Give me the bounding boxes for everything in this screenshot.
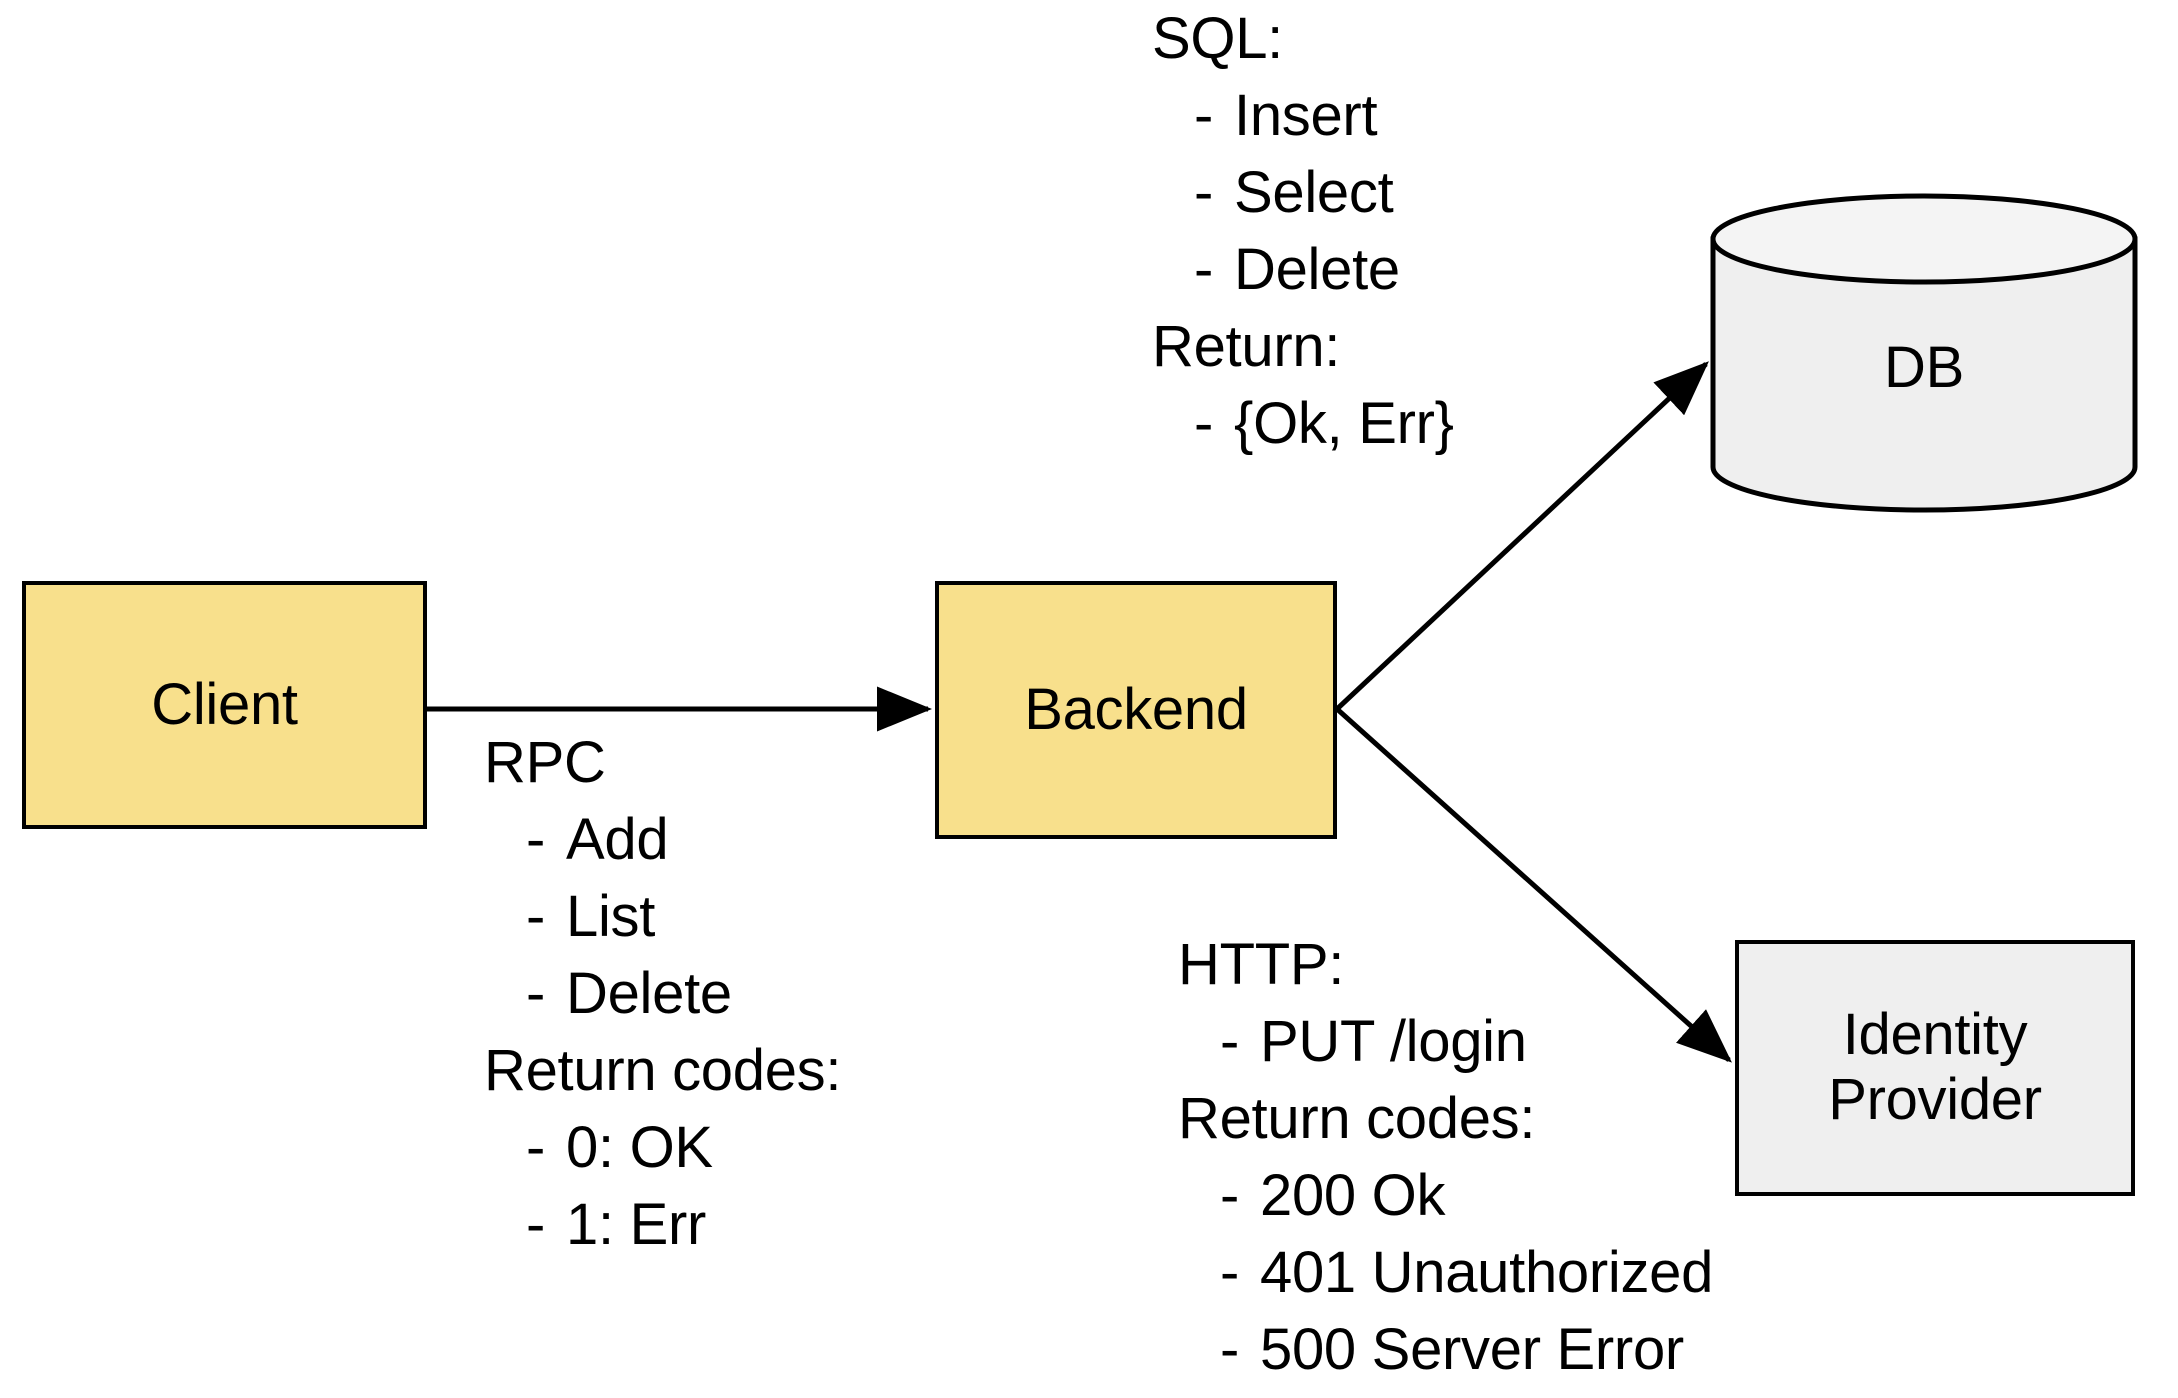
annotation-rpc-item: -Delete [484,955,841,1032]
annotation-rpc-return-item-text: 1: Err [566,1192,706,1257]
node-identity-provider-label-line2: Provider [1828,1067,2042,1132]
annotation-http-item-text: PUT /login [1260,1009,1527,1074]
annotation-http-item: -PUT /login [1178,1003,1713,1080]
bullet-dash-icon: - [1220,1240,1240,1305]
bullet-dash-icon: - [1220,1163,1240,1228]
annotation-rpc-return-item-text: 0: OK [566,1115,713,1180]
annotation-http: HTTP: -PUT /login Return codes: -200 Ok … [1178,926,1713,1388]
annotation-sql-return-item-text: {Ok, Err} [1234,391,1454,456]
node-identity-provider-label: Identity Provider [1828,1002,2042,1133]
bullet-dash-icon: - [1220,1009,1240,1074]
annotation-sql-return-item: -{Ok, Err} [1152,385,1454,462]
annotation-rpc-item-text: Add [566,807,669,872]
annotation-http-return-item-text: 200 Ok [1260,1163,1446,1228]
bullet-dash-icon: - [526,884,546,949]
annotation-sql-heading: SQL: [1152,6,1283,71]
annotation-rpc-item: -List [484,878,841,955]
annotation-rpc-return-item: -1: Err [484,1186,841,1263]
annotation-http-return-item: -401 Unauthorized [1178,1234,1713,1311]
annotation-sql-item-text: Select [1234,160,1394,225]
node-identity-provider-label-line1: Identity [1842,1002,2028,1068]
annotation-rpc: RPC -Add -List -Delete Return codes: -0:… [484,724,841,1263]
bullet-dash-icon: - [1194,160,1214,225]
bullet-dash-icon: - [526,1192,546,1257]
annotation-rpc-item: -Add [484,801,841,878]
bullet-dash-icon: - [1194,237,1214,302]
annotation-sql-item: -Delete [1152,231,1454,308]
node-db[interactable]: DB [1710,193,2138,513]
annotation-sql-item: -Insert [1152,77,1454,154]
node-client-label: Client [151,671,298,737]
node-backend-label: Backend [1024,676,1248,742]
annotation-http-return-item-text: 500 Server Error [1260,1317,1684,1382]
node-backend[interactable]: Backend [935,581,1337,839]
annotation-sql-item: -Select [1152,154,1454,231]
annotation-rpc-item-text: List [566,884,656,949]
annotation-sql-item-text: Delete [1234,237,1400,302]
node-identity-provider[interactable]: Identity Provider [1735,940,2135,1196]
annotation-http-heading: HTTP: [1178,932,1345,997]
cylinder-shape [1710,193,2138,513]
bullet-dash-icon: - [526,1115,546,1180]
annotation-sql-item-text: Insert [1234,83,1378,148]
annotation-rpc-heading: RPC [484,730,606,795]
annotation-rpc-item-text: Delete [566,961,732,1026]
annotation-sql-return-heading: Return: [1152,314,1341,379]
bullet-dash-icon: - [526,961,546,1026]
annotation-http-return-item: -500 Server Error [1178,1311,1713,1388]
bullet-dash-icon: - [526,807,546,872]
annotation-rpc-return-heading: Return codes: [484,1038,842,1103]
bullet-dash-icon: - [1220,1317,1240,1382]
annotation-http-return-item: -200 Ok [1178,1157,1713,1234]
node-client[interactable]: Client [22,581,427,829]
bullet-dash-icon: - [1194,391,1214,456]
annotation-sql: SQL: -Insert -Select -Delete Return: -{O… [1152,0,1454,462]
annotation-http-return-heading: Return codes: [1178,1086,1536,1151]
annotation-http-return-item-text: 401 Unauthorized [1260,1240,1714,1305]
annotation-rpc-return-item: -0: OK [484,1109,841,1186]
bullet-dash-icon: - [1194,83,1214,148]
node-db-label: DB [1884,334,1964,400]
